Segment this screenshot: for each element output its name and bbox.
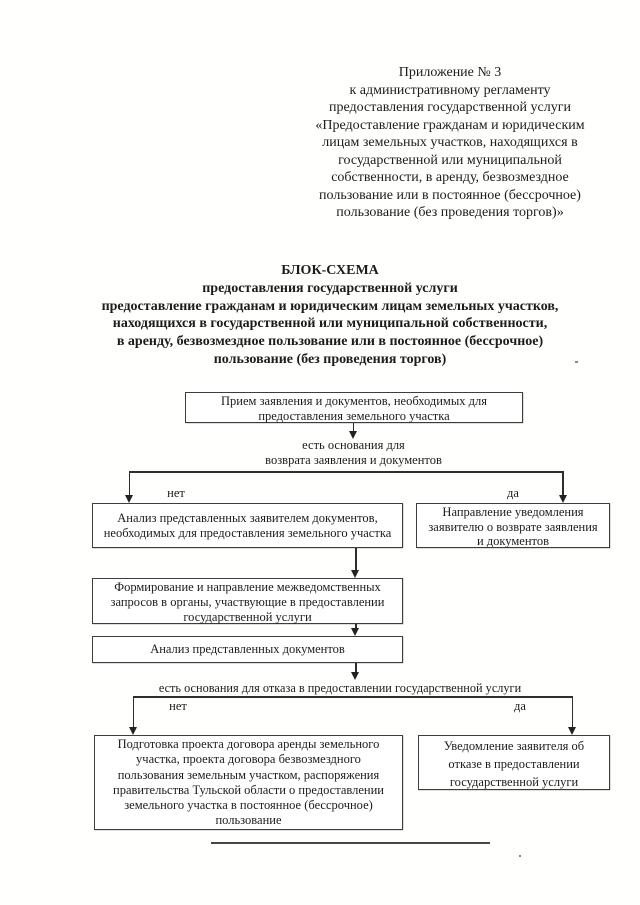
appendix-header-line: собственности, в аренду, безвозмездное [331,170,569,185]
connector-interagency-to-docanalysis [355,624,357,629]
arrowhead-down-icon [351,672,359,680]
flow-step-contract-line: участка, проекта договора безвозмездного [136,752,361,767]
branch1-label-no: нет [167,486,185,500]
appendix-header: Приложение № 3 к административному регла… [280,64,620,222]
flow-step-refuse-notice-line: Уведомление заявителя об [443,739,585,753]
flow-step-refuse-notice-line: отказе в предоставлении [448,757,580,771]
flow-step-interagency: Формирование и направление межведомствен… [92,578,403,624]
arrowhead-down-icon [351,570,359,578]
flow-step-analysis-applicant: Анализ представленных заявителем докумен… [92,503,403,548]
flow-step-interagency-line: Формирование и направление межведомствен… [114,580,381,594]
flow-step-analysis-applicant-line: Анализ представленных заявителем докумен… [117,511,378,525]
branch1-right-line [562,471,564,496]
branch1-left-line [128,471,130,496]
flowchart-title: БЛОК-СХЕМА предоставления государственно… [25,262,635,369]
appendix-header-line: «Предоставление гражданам и юридическим [315,117,585,133]
flow-step-contract-line: пользования земельным участком, распоряж… [117,767,380,782]
flowchart-title-line: БЛОК-СХЕМА [281,263,379,278]
appendix-header-line: пользование или в постоянное (бессрочное… [319,187,581,203]
flow-step-contract-line: земельного участка в постоянное (бессроч… [124,798,373,813]
arrowhead-down-icon [128,727,137,735]
decision-refuse-text: есть основания для отказа в предоставлен… [90,681,590,696]
flowchart-title-line: пользование (без проведения торгов) [213,351,447,367]
decision-return-line: возврата заявления и документов [265,453,442,467]
arrowhead-down-icon [124,495,133,503]
flow-step-return-notice-line: заявителю о возврате заявления [428,519,598,534]
bottom-rule [211,842,490,844]
branch1-label-yes: да [507,486,519,500]
flow-step-doc-analysis-line: Анализ представленных документов [150,642,345,656]
branch2-right-line [571,696,573,728]
appendix-header-line: к административному регламенту [349,82,551,98]
arrowhead-down-icon [558,495,567,503]
flow-step-intake: Прием заявления и документов, необходимы… [185,392,523,423]
flow-step-intake-line: предоставления земельного участка [258,409,450,423]
flow-step-contract: Подготовка проекта договора аренды земел… [94,735,403,830]
branch2-left-line [132,696,134,728]
flow-step-refuse-notice: Уведомление заявителя об отказе в предос… [418,735,610,790]
flow-step-intake-line: Прием заявления и документов, необходимы… [221,394,487,408]
branch2-horizontal-line [133,696,572,698]
arrowhead-down-icon [348,431,357,439]
flow-step-return-notice: Направление уведомления заявителю о возв… [416,503,610,548]
arrowhead-down-icon [351,628,359,636]
decision-return-line: есть основания для [302,438,405,452]
scan-speck [519,855,521,857]
flow-step-interagency-line: запросов в органы, участвующие в предост… [110,595,385,609]
connector-docanalysis-to-decision2 [355,663,357,673]
appendix-header-line: лицам земельных участков, находящихся в [322,135,578,150]
branch1-horizontal-line [129,471,563,473]
appendix-header-line: пользование (без проведения торгов)» [336,205,564,220]
flowchart-title-line: в аренду, безвозмездное пользование или … [116,334,544,350]
flow-step-doc-analysis: Анализ представленных документов [92,636,403,663]
flowchart-title-line: находящихся в государственной или муници… [112,316,548,332]
flow-step-contract-line: правительства Тульской области о предост… [113,782,384,797]
flow-step-contract-line: Подготовка проекта договора аренды земел… [117,737,380,751]
decision-return-text: есть основания для возврата заявления и … [238,438,469,468]
branch2-label-yes: да [514,699,526,713]
connector-intake-to-decision1 [352,423,354,432]
flow-step-interagency-line: государственной услуги [183,610,312,624]
scan-speck [575,361,578,363]
connector-analysis-to-interagency [355,548,357,570]
decision-refuse-line: есть основания для отказа в предоставлен… [158,681,522,695]
appendix-header-line: Приложение № 3 [398,65,502,80]
appendix-header-line: предоставления государственной услуги [329,100,571,115]
flowchart-title-line: предоставление гражданам и юридическим л… [101,298,559,314]
branch2-label-no: нет [169,699,187,713]
flow-step-analysis-applicant-line: необходимых для предоставления земельног… [103,526,392,540]
flowchart-title-line: предоставления государственной услуги [202,280,458,296]
appendix-header-line: государственной или муниципальной [338,152,562,168]
flow-step-return-notice-line: Направление уведомления [442,505,584,519]
flow-step-return-notice-line: и документов [476,534,549,548]
flow-step-contract-line: пользование [215,813,282,828]
flow-step-refuse-notice-line: государственной услуги [449,775,579,789]
arrowhead-down-icon [567,727,576,735]
